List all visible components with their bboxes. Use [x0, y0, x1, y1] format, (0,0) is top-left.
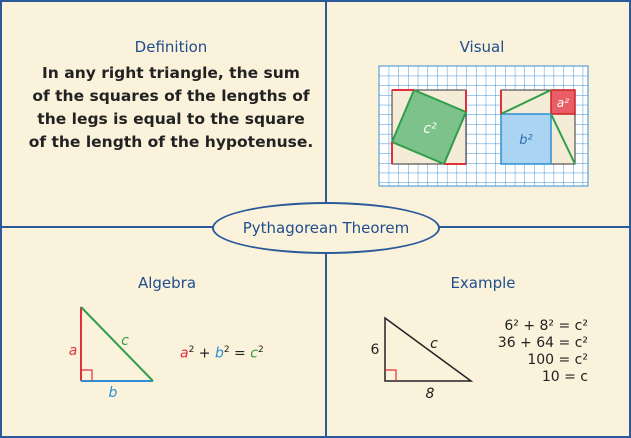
definition-line: of the length of the hypotenuse. — [28, 133, 314, 151]
definition-text: In any right triangle, the sum of the sq… — [26, 62, 316, 154]
eq-a: a — [180, 345, 189, 362]
center-title-oval: Pythagorean Theorem — [212, 202, 440, 254]
side-c-label: c — [121, 333, 129, 349]
definition-line: of the squares of the lengths of — [32, 87, 310, 105]
eq-c: c — [250, 345, 258, 362]
side-8-label: 8 — [426, 386, 435, 402]
side-a-label: a — [69, 343, 78, 359]
example-steps: 6² + 8² = c² 36 + 64 = c² 100 = c² 10 = … — [468, 318, 588, 386]
visual-heading: Visual — [459, 38, 505, 56]
eq-plus: + — [198, 345, 211, 362]
b-squared-label: b² — [519, 133, 532, 148]
a-squared-label: a² — [557, 96, 569, 110]
eq-equals: = — [234, 345, 246, 362]
definition-line: In any right triangle, the sum — [42, 64, 300, 82]
algebra-heading: Algebra — [137, 274, 197, 292]
eq-exp: 2 — [188, 345, 195, 355]
a-squared-square — [550, 89, 576, 115]
example-step: 10 = c — [541, 369, 588, 385]
b-squared-square — [500, 113, 552, 165]
algebra-equation: a2 + b2 = c2 — [180, 345, 264, 362]
example-heading: Example — [450, 274, 516, 292]
example-step: 36 + 64 = c² — [497, 335, 588, 351]
example-step: 100 = c² — [527, 352, 588, 368]
side-b-label: b — [109, 385, 118, 401]
definition-heading: Definition — [134, 38, 208, 56]
center-title: Pythagorean Theorem — [242, 219, 410, 237]
side-c-label: c — [430, 336, 438, 352]
c-squared-label: c² — [423, 121, 437, 137]
example-step: 6² + 8² = c² — [504, 318, 588, 334]
definition-line: the legs is equal to the square — [37, 110, 305, 128]
eq-b: b — [214, 345, 224, 362]
eq-exp: 2 — [257, 345, 264, 355]
side-6-label: 6 — [371, 342, 380, 358]
eq-exp: 2 — [223, 345, 230, 355]
